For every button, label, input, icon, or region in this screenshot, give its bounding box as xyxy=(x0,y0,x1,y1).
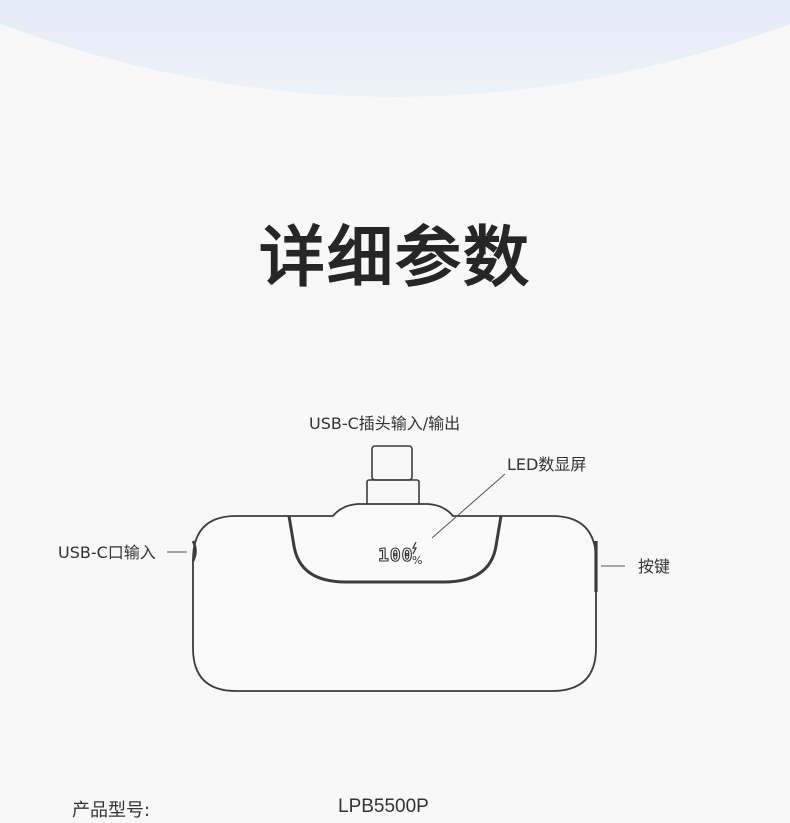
decorative-top-arc xyxy=(0,0,790,97)
led-display-reading: 100 xyxy=(378,545,414,566)
usb-c-plug xyxy=(366,445,420,507)
lightning-icon xyxy=(412,541,417,555)
led-display-label: LED数显屏 xyxy=(507,455,587,474)
usb-c-port xyxy=(191,540,197,562)
spec-label: 产品型号: xyxy=(72,800,151,821)
spec-row-model: 产品型号: LPB5500P xyxy=(0,796,790,823)
led-display: 100 % xyxy=(377,541,422,567)
led-display-leader xyxy=(431,473,506,539)
power-bank-diagram: 100 % xyxy=(167,445,625,692)
display-window xyxy=(287,515,503,584)
power-bank-body xyxy=(192,503,597,692)
page-title: 详细参数 xyxy=(259,219,531,296)
usb-c-plug-label: USB-C插头输入/输出 xyxy=(309,414,461,433)
usb-c-port-label: USB-C口输入 xyxy=(58,543,156,562)
button-label: 按键 xyxy=(638,557,671,576)
led-display-unit: % xyxy=(412,554,422,567)
spec-value: LPB5500P xyxy=(338,796,429,817)
